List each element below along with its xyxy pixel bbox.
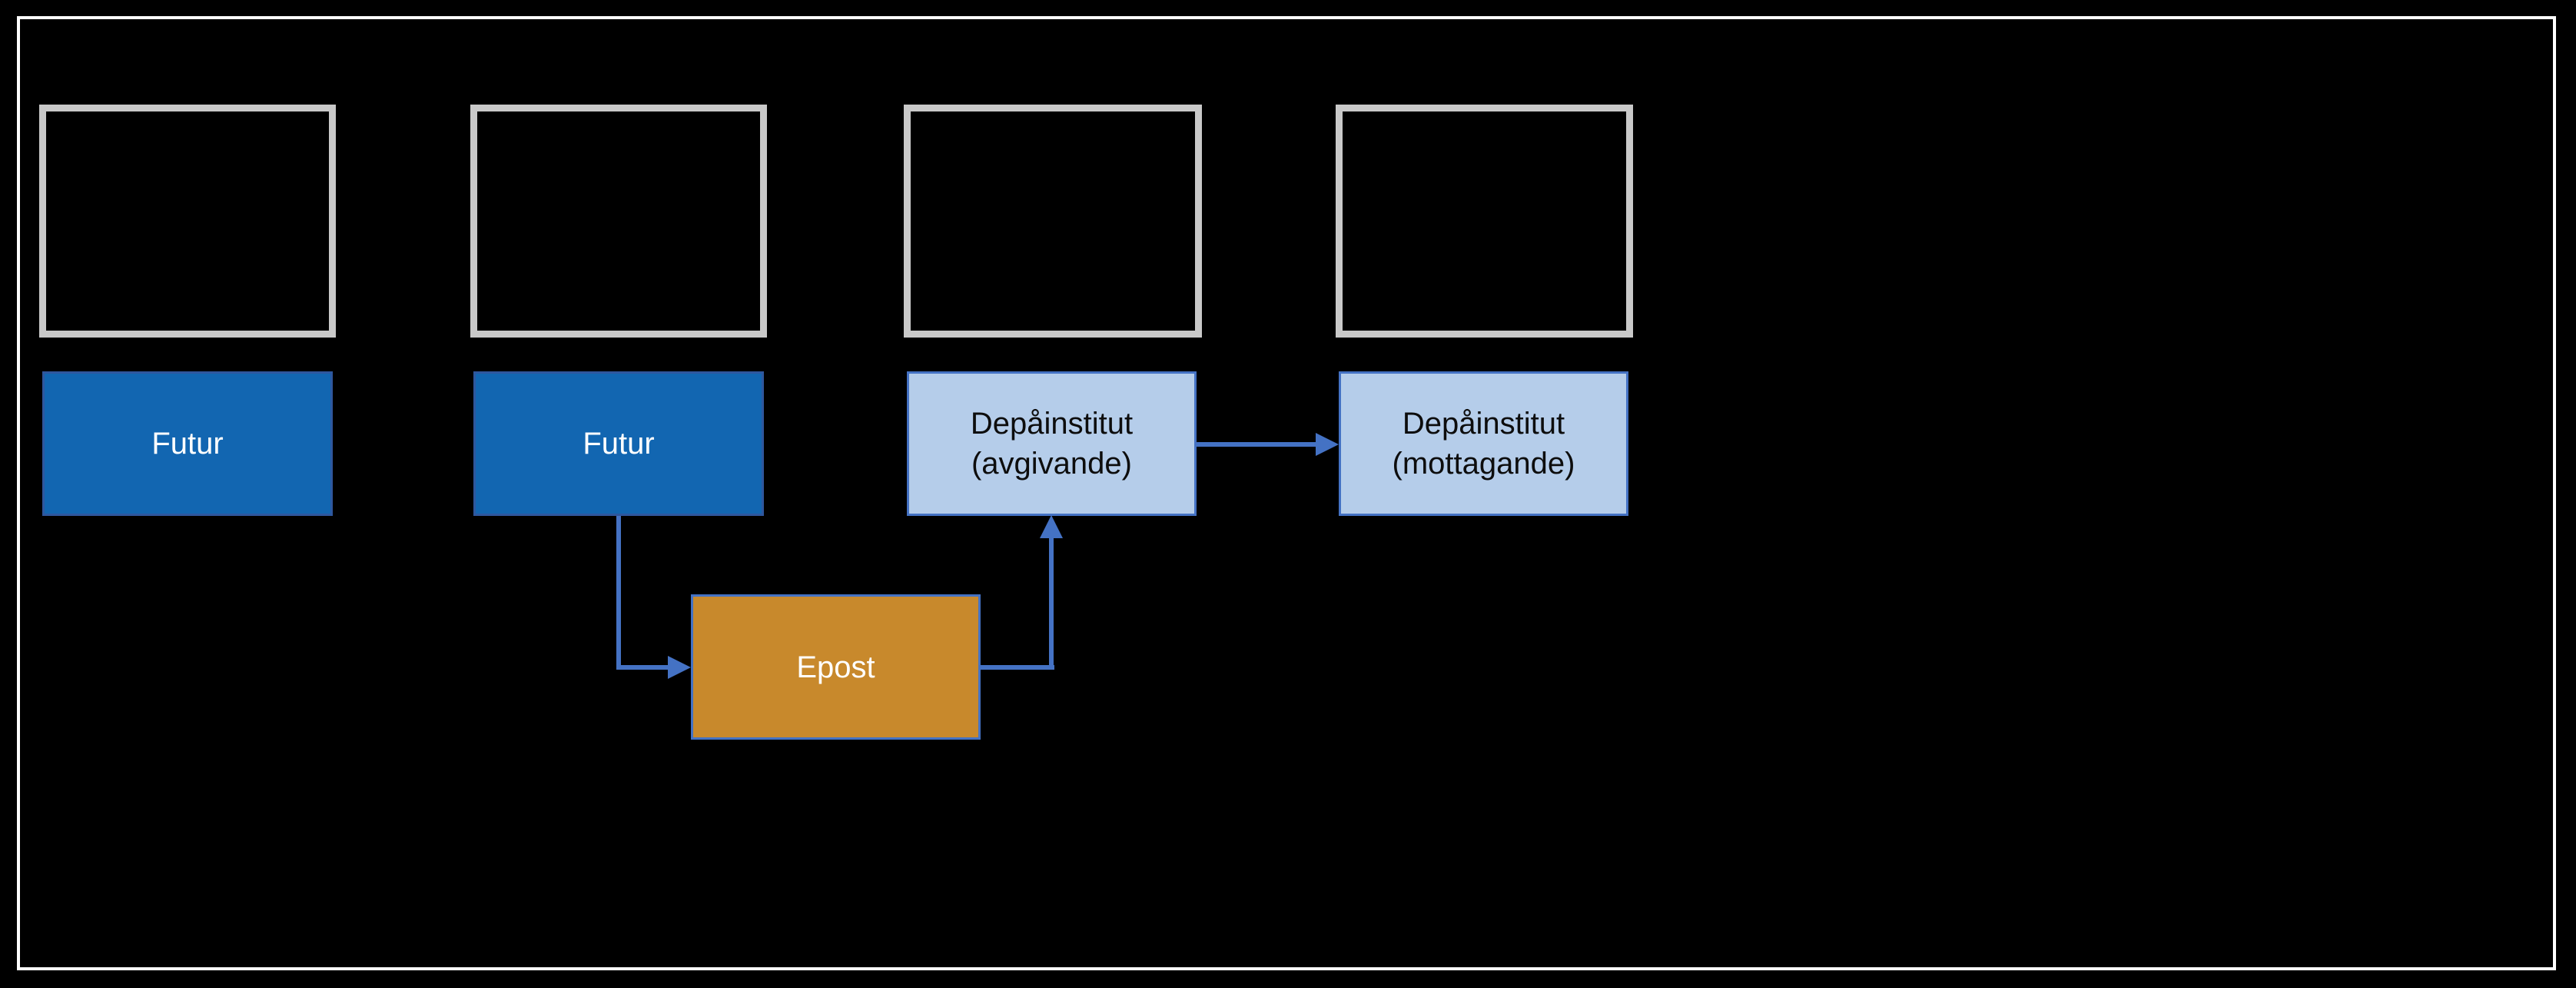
slide-frame <box>17 16 2556 970</box>
node-epost-label: Epost <box>796 650 875 684</box>
node-depainstitut-mottagande-line1: Depåinstitut <box>1402 407 1565 441</box>
arrowhead-up-icon <box>1040 515 1063 538</box>
node-futur-mid-label: Futur <box>583 427 655 461</box>
node-futur-left-label: Futur <box>151 427 224 461</box>
node-futur-mid: Futur <box>473 371 764 516</box>
placeholder-box-4 <box>1336 105 1633 338</box>
arrowhead-right-icon <box>668 656 691 679</box>
connector-epost-to-avgivande-vertical <box>1049 537 1054 670</box>
placeholder-box-1 <box>39 105 336 338</box>
connector-futur-to-epost-vertical <box>616 516 621 670</box>
connector-futur-to-epost-horizontal <box>619 665 668 670</box>
node-depainstitut-avgivande: Depåinstitut (avgivande) <box>907 371 1197 516</box>
connector-avgivande-to-mottagande <box>1197 442 1316 447</box>
node-futur-left: Futur <box>42 371 333 516</box>
connector-epost-to-avgivande-horizontal <box>981 665 1054 670</box>
node-depainstitut-mottagande: Depåinstitut (mottagande) <box>1339 371 1628 516</box>
node-depainstitut-mottagande-line2: (mottagande) <box>1392 447 1575 481</box>
placeholder-box-3 <box>904 105 1202 338</box>
placeholder-box-2 <box>470 105 767 338</box>
node-depainstitut-avgivande-line2: (avgivande) <box>971 447 1132 481</box>
node-epost: Epost <box>691 594 981 740</box>
arrowhead-right-icon <box>1316 433 1339 456</box>
node-depainstitut-avgivande-line1: Depåinstitut <box>970 407 1134 441</box>
